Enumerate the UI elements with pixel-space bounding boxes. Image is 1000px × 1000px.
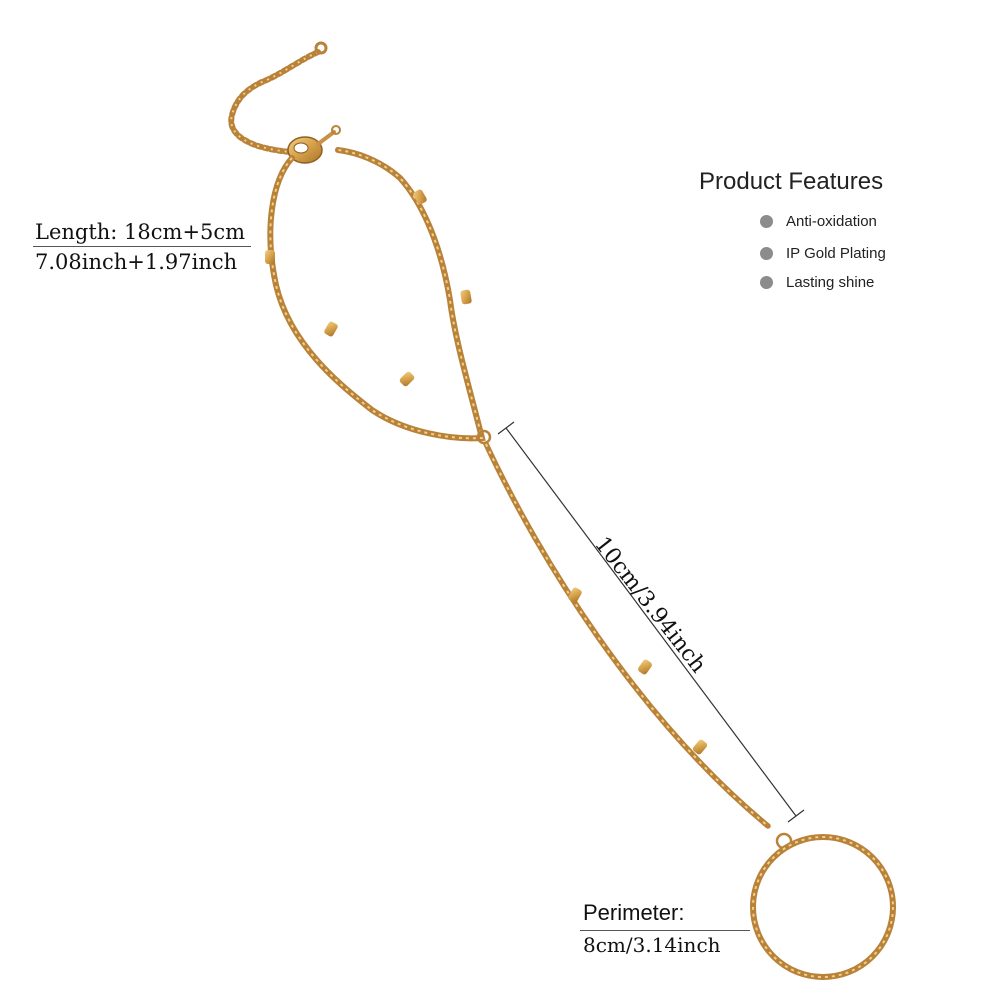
end-tab [314,41,328,55]
feature-item: IP Gold Plating [760,242,886,264]
length-cm-label: Length: 18cm+5cm [35,220,246,244]
perimeter-divider [580,930,750,931]
feature-item: Lasting shine [760,271,874,293]
perimeter-value: 8cm/3.14inch [583,933,721,957]
feature-label: IP Gold Plating [786,244,886,262]
lobster-clasp [287,125,341,164]
dimension-line [497,421,805,823]
bullet-dot-icon [760,246,773,260]
finger-ring [750,832,896,980]
length-inch-label: 7.08inch+1.97inch [35,250,238,274]
length-divider [33,246,251,247]
feature-item: Anti-oxidation [760,210,877,232]
center-chain [483,441,771,829]
extension-chain [228,49,321,155]
feature-label: Lasting shine [786,273,875,291]
bracelet-chain [267,147,486,442]
perimeter-title: Perimeter: [583,900,685,925]
feature-label: Anti-oxidation [786,212,877,230]
chain-bars [265,189,708,755]
bullet-dot-icon [760,214,773,228]
bullet-dot-icon [760,275,773,289]
features-title: Product Features [699,168,884,195]
